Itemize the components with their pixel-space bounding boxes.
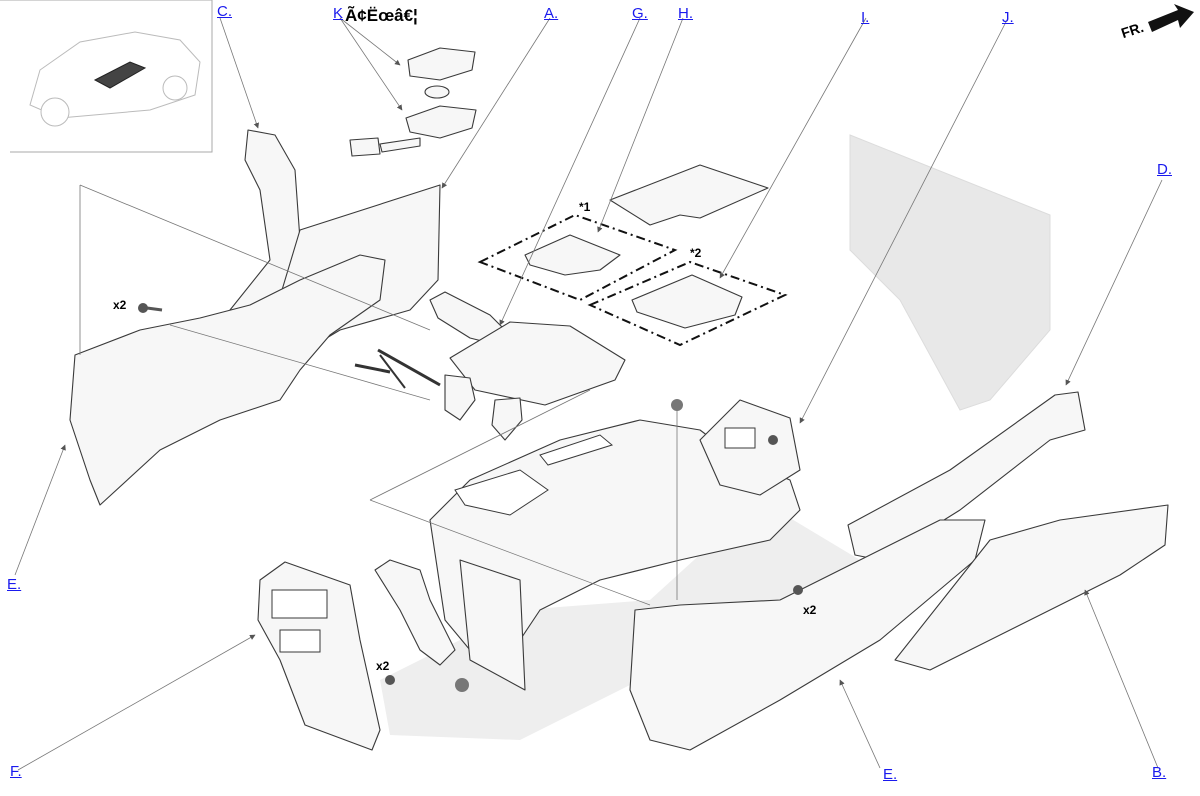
part-b-right-lower-panel <box>894 504 1169 671</box>
callout-a[interactable]: A. <box>544 5 559 22</box>
callout-h[interactable]: H. <box>678 5 693 22</box>
callout-k[interactable]: K <box>333 5 344 22</box>
part-e-lower-panel <box>629 519 986 751</box>
callout-j[interactable]: J. <box>1002 9 1014 26</box>
callout-g[interactable]: G. <box>632 5 648 22</box>
hinge-rods <box>354 348 441 389</box>
leader-lines <box>14 17 1163 771</box>
front-arrow-icon <box>1148 4 1194 32</box>
console-frame <box>429 419 801 691</box>
option-box-2 <box>587 260 788 347</box>
callout-d[interactable]: D. <box>1157 161 1172 178</box>
part-h-tray-cover <box>609 164 769 226</box>
callout-i[interactable]: I. <box>861 9 870 26</box>
garbled-text: Ã¢Ëœâ€¦ <box>345 6 418 25</box>
rear-duct <box>374 559 456 666</box>
armrest-lid <box>444 321 626 441</box>
callout-f[interactable]: F. <box>10 763 22 780</box>
quantity-bottom-bolts: x2 <box>376 659 390 673</box>
callout-e-left[interactable]: E. <box>7 576 22 593</box>
floor-ghost <box>380 134 1051 740</box>
key-fob-parts <box>349 47 477 157</box>
part-e-left-side-panel <box>69 254 386 506</box>
vehicle-location-inset <box>0 0 213 153</box>
quantity-left-bolts: x2 <box>113 298 127 312</box>
option-mark-2: *2 <box>690 246 702 260</box>
callout-c[interactable]: C. <box>217 3 232 20</box>
option-box-1 <box>477 213 678 302</box>
option-mark-1: *1 <box>579 200 591 214</box>
quantity-right-bolts: x2 <box>803 603 817 617</box>
part-f-rear-vent-panel <box>257 561 381 751</box>
callout-e-bottom[interactable]: E. <box>883 766 898 783</box>
part-j-rear-module <box>699 399 801 496</box>
callout-b[interactable]: B. <box>1152 764 1167 781</box>
bolts <box>138 303 803 692</box>
